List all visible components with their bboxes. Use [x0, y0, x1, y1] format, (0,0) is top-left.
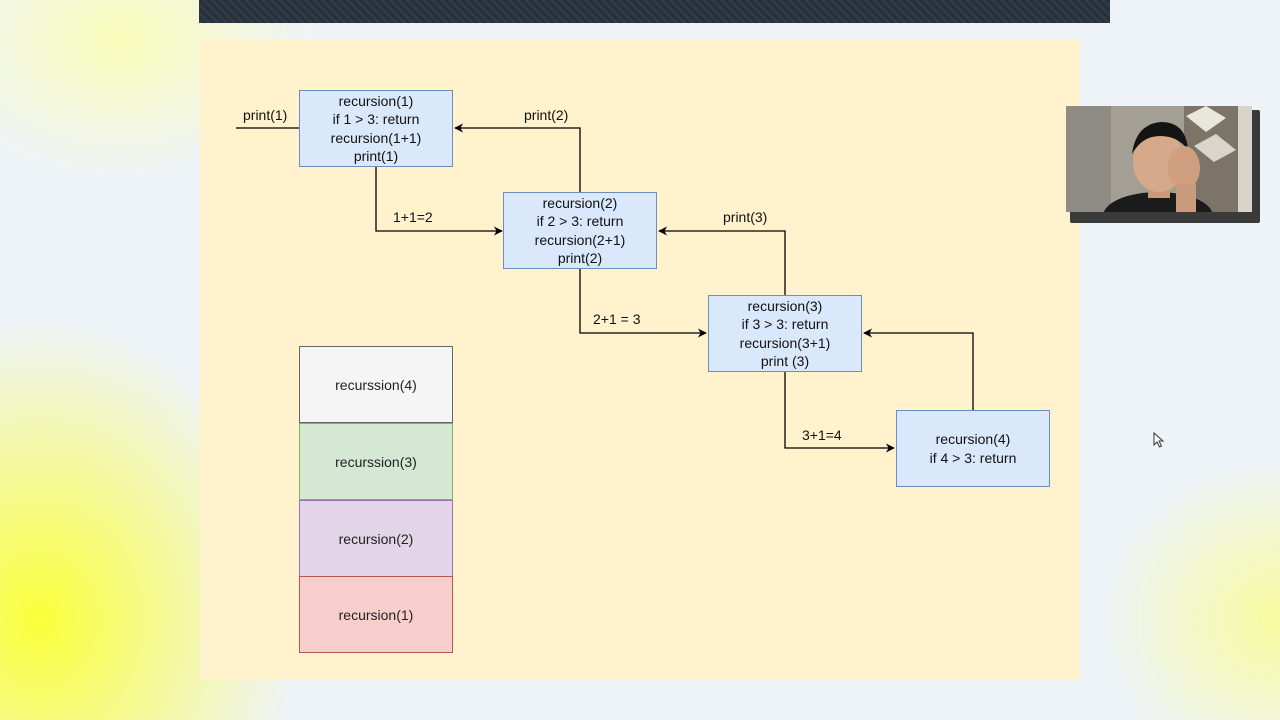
- node-line: recursion(4): [935, 431, 1011, 448]
- stack-frame-3: recurssion(3): [299, 423, 453, 500]
- node-line: recursion(2+1): [534, 231, 626, 248]
- node-line: if 2 > 3: return: [536, 213, 624, 230]
- edge-step3: [784, 372, 895, 453]
- edge-label-print3: print(3): [723, 209, 768, 225]
- node-line: if 3 > 3: return: [741, 316, 829, 333]
- webcam-presenter: [1066, 106, 1252, 212]
- edge-return4: [863, 328, 974, 410]
- node-line: if 1 > 3: return: [332, 111, 420, 128]
- node-recursion-4: recursion(4) if 4 > 3: return: [896, 410, 1050, 487]
- node-line: print(1): [353, 147, 399, 164]
- node-line: print(2): [557, 249, 603, 266]
- node-line: recursion(1): [338, 92, 414, 109]
- edge-label-print2: print(2): [524, 107, 569, 123]
- stack-frame-1: recursion(1): [299, 576, 453, 653]
- video-top-bar: [199, 0, 1110, 23]
- stack-frame-label: recurssion(4): [335, 376, 417, 393]
- node-line: if 4 > 3: return: [929, 449, 1017, 466]
- edge-return2: [454, 123, 581, 192]
- node-line: print (3): [760, 352, 810, 369]
- node-recursion-3: recursion(3) if 3 > 3: return recursion(…: [708, 295, 862, 372]
- stack-frame-label: recurssion(3): [335, 453, 417, 470]
- edge-step2: [579, 269, 707, 338]
- edge-return3: [658, 226, 786, 295]
- node-line: recursion(3+1): [739, 334, 831, 351]
- edge-step1: [375, 167, 503, 236]
- node-line: recursion(2): [542, 194, 618, 211]
- stack-frame-2: recursion(2): [299, 500, 453, 577]
- edge-label-step2: 2+1 = 3: [593, 311, 641, 327]
- edge-label-step3: 3+1=4: [802, 427, 842, 443]
- edge-label-step1: 1+1=2: [393, 209, 433, 225]
- node-recursion-2: recursion(2) if 2 > 3: return recursion(…: [503, 192, 657, 269]
- node-recursion-1: recursion(1) if 1 > 3: return recursion(…: [299, 90, 453, 167]
- stack-frame-label: recursion(1): [338, 606, 414, 623]
- edge-label-print1: print(1): [243, 107, 288, 123]
- node-line: recursion(1+1): [330, 129, 422, 146]
- stack-frame-label: recursion(2): [338, 530, 414, 547]
- stack-frame-4: recurssion(4): [299, 346, 453, 423]
- mouse-cursor-icon: [1153, 432, 1165, 448]
- node-line: recursion(3): [747, 297, 823, 314]
